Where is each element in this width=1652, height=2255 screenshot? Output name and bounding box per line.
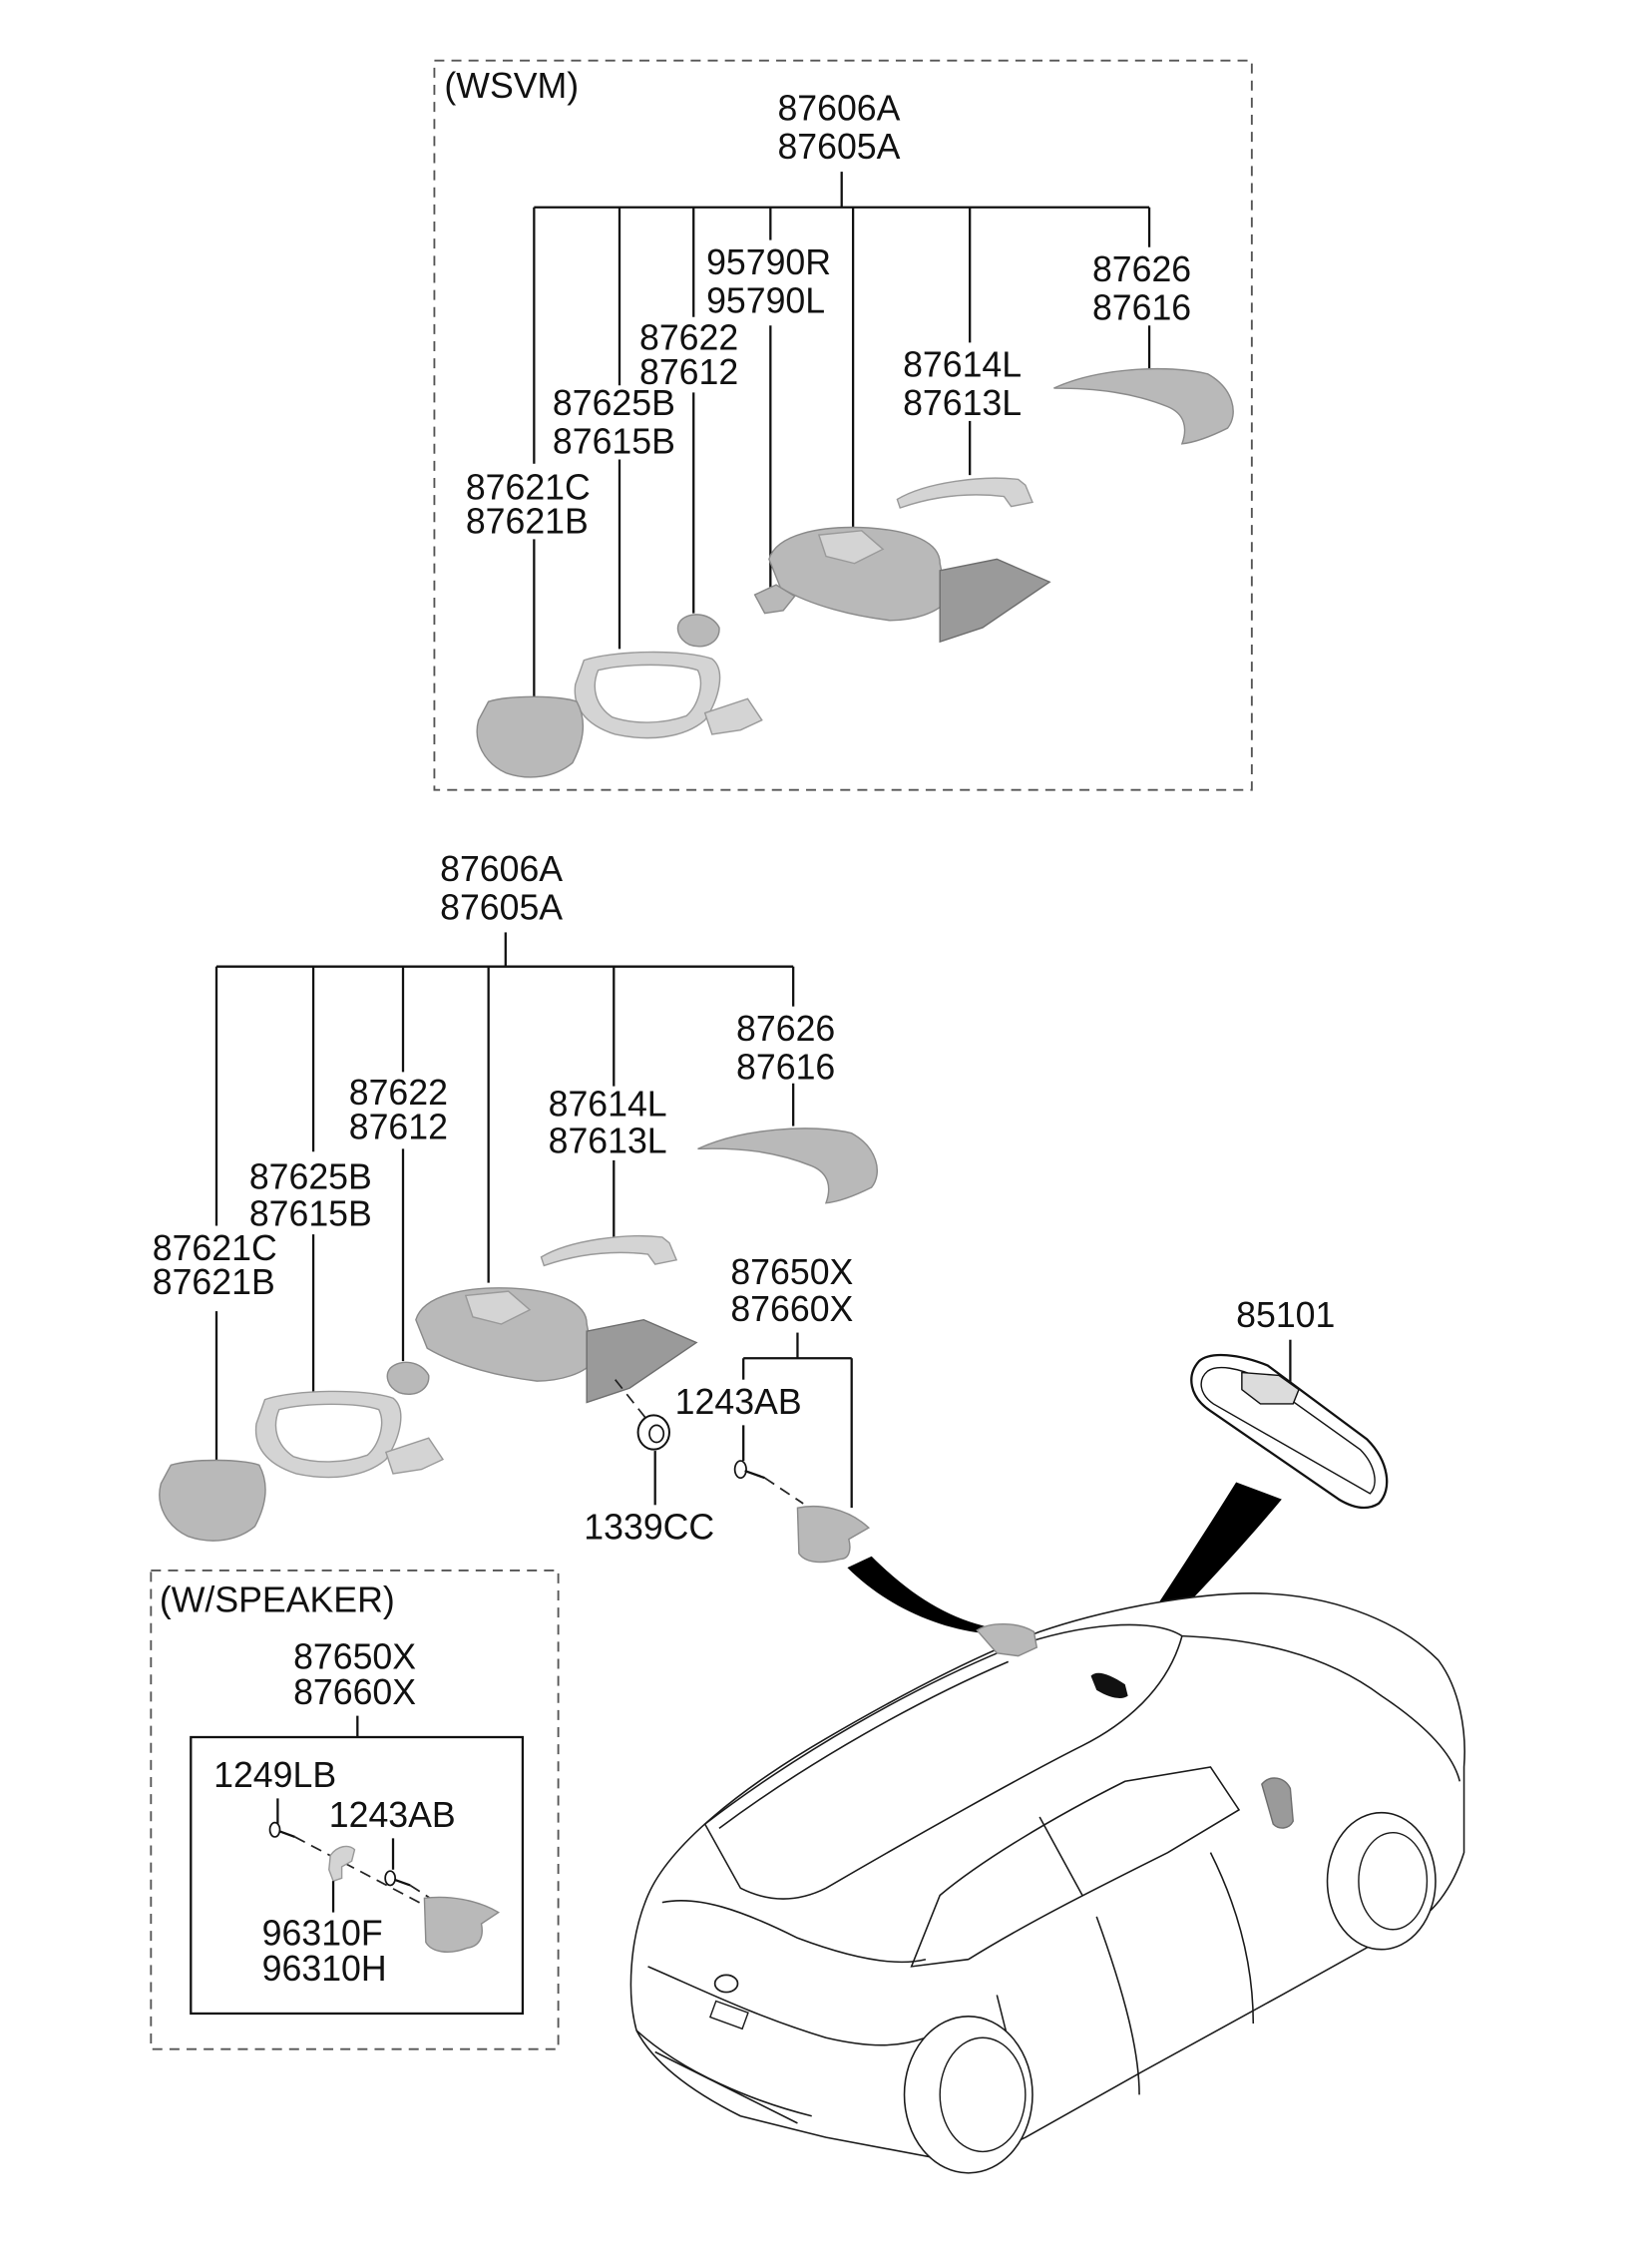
speaker-assembly-number-1: 87650X	[293, 1636, 416, 1676]
inside-mirror-number: 85101	[1236, 1295, 1335, 1335]
speaker-assembly-box	[190, 1735, 525, 2016]
delta-cover-number-2: 87660X	[730, 1289, 853, 1329]
speaker-screw-1	[268, 1821, 295, 1839]
standard-actuator-number-1: 87622	[349, 1073, 448, 1113]
standard-side-repeater	[540, 1235, 678, 1267]
standard-mirror-glass	[159, 1459, 266, 1542]
wsvm-repeater-number-2: 87613L	[903, 383, 1022, 423]
speaker-screw-2-number: 1243AB	[329, 1795, 456, 1835]
delta-screw-number: 1243AB	[675, 1382, 802, 1422]
speaker-group: (W/SPEAKER) 87650X 87660X 1249LB 1243AB …	[150, 1570, 560, 2050]
wsvm-housing-frame	[574, 651, 763, 739]
wsvm-assembly-number-2: 87605A	[777, 127, 900, 167]
wsvm-frame-number-1: 87625B	[553, 383, 675, 423]
vehicle-side-mirror	[1261, 1777, 1294, 1829]
standard-group: 87606A 87605A 87626 87616 87622 87612 87…	[153, 849, 878, 1548]
delta-cover-pointer	[847, 1556, 991, 1633]
standard-assembly-number-2: 87605A	[440, 888, 563, 928]
wsvm-side-repeater	[896, 477, 1033, 509]
standard-leader-lines	[214, 932, 795, 1466]
wsvm-glass-number-2: 87621B	[466, 502, 589, 542]
delta-screw	[733, 1460, 765, 1480]
standard-actuator	[386, 1361, 430, 1395]
vehicle-illustration	[629, 1592, 1465, 2174]
wsvm-actuator-number-1: 87622	[639, 318, 738, 358]
standard-mirror-body	[415, 1287, 698, 1404]
wsvm-leader-lines	[533, 172, 1151, 702]
wsvm-group-title: (WSVM)	[444, 66, 579, 106]
nut-guide-line	[615, 1379, 649, 1422]
speaker-screw-1-number: 1249LB	[213, 1755, 336, 1795]
wsvm-group-border	[433, 59, 1253, 791]
wsvm-mirror-glass	[476, 695, 584, 778]
wsvm-camera-number-1: 95790R	[706, 242, 831, 282]
standard-assembly-number-1: 87606A	[440, 849, 563, 889]
standard-actuator-number-2: 87612	[349, 1107, 448, 1146]
wsvm-actuator-number-2: 87612	[639, 352, 738, 392]
tweeter	[328, 1845, 356, 1883]
standard-scalp-cover	[697, 1128, 878, 1204]
standard-housing-frame	[254, 1390, 445, 1479]
nut-number: 1339CC	[584, 1508, 714, 1548]
speaker-screw-2	[384, 1870, 411, 1887]
wsvm-mirror-body	[768, 526, 1051, 644]
vehicle-delta-cover	[976, 1622, 1038, 1657]
wsvm-scalp-number-1: 87626	[1092, 249, 1191, 289]
tweeter-number-1: 96310F	[262, 1913, 383, 1953]
wsvm-camera	[753, 584, 796, 615]
standard-repeater-number-1: 87614L	[549, 1085, 667, 1125]
wsvm-assembly-number-1: 87606A	[777, 89, 900, 129]
wsvm-camera-number-2: 95790L	[706, 280, 825, 320]
standard-glass-number-1: 87621C	[153, 1228, 277, 1268]
standard-repeater-number-2: 87613L	[549, 1122, 667, 1161]
wsvm-scalp-number-2: 87616	[1092, 288, 1191, 328]
speaker-assembly-number-2: 87660X	[293, 1672, 416, 1712]
wsvm-actuator	[676, 614, 720, 648]
wsvm-repeater-number-1: 87614L	[903, 345, 1022, 385]
vehicle-inside-mirror	[1090, 1672, 1128, 1698]
standard-frame-number-1: 87625B	[249, 1156, 372, 1196]
nut-1339cc	[636, 1414, 670, 1451]
wsvm-scalp-cover	[1053, 367, 1234, 445]
speaker-delta-cover	[423, 1896, 500, 1953]
wsvm-glass-number-1: 87621C	[466, 467, 591, 507]
delta-cover-group: 87650X 87660X 1243AB	[675, 1252, 871, 1564]
wsvm-frame-number-2: 87615B	[553, 422, 675, 462]
standard-scalp-number-1: 87626	[736, 1009, 835, 1049]
speaker-group-title: (W/SPEAKER)	[160, 1579, 395, 1619]
delta-cover	[796, 1505, 871, 1564]
delta-cover-number-1: 87650X	[730, 1252, 853, 1292]
wsvm-group: (WSVM) 87606A 87605A 95790R 95790L 87626…	[433, 59, 1253, 791]
inside-mirror	[1190, 1353, 1389, 1510]
standard-scalp-number-2: 87616	[736, 1047, 835, 1087]
standard-glass-number-2: 87621B	[153, 1262, 275, 1302]
standard-frame-number-2: 87615B	[249, 1194, 372, 1234]
tweeter-number-2: 96310H	[262, 1949, 387, 1989]
